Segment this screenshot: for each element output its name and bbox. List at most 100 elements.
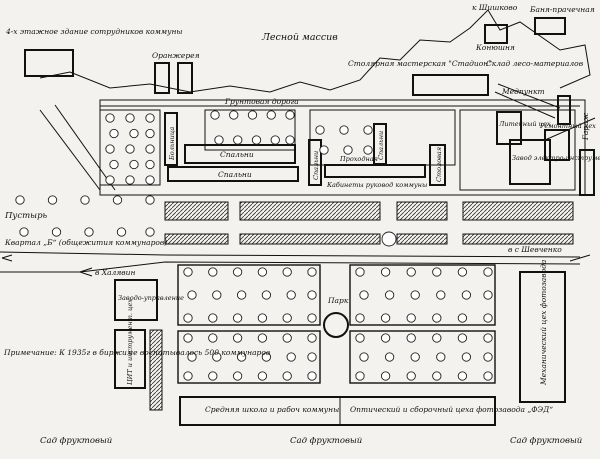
hedge-1: [164, 201, 229, 221]
tree-icon: [483, 290, 493, 300]
road-left-top: [39, 104, 116, 191]
park-bed-ne: [349, 264, 496, 326]
tree-icon: [307, 352, 317, 362]
tree-icon: [286, 290, 296, 300]
tree-icon: [109, 159, 119, 170]
tree-icon: [380, 333, 391, 343]
tree-icon: [232, 371, 243, 381]
label-sklad: Склад лесо-материалов: [486, 59, 584, 68]
tree-icon: [112, 195, 123, 205]
tree-icon: [145, 144, 155, 154]
park-bed-sw: [177, 330, 321, 384]
tree-icon: [261, 290, 272, 300]
label-spalni-v: Спальни: [312, 151, 320, 180]
label-sad-left: Сад фруктовый: [40, 436, 112, 446]
tree-icon: [282, 267, 292, 277]
tree-icon: [432, 371, 442, 381]
tree-icon: [343, 145, 353, 155]
label-banya: Баня-прачечная: [529, 5, 595, 14]
tree-icon: [483, 267, 493, 277]
tree-icon: [285, 110, 295, 120]
tree-icon: [315, 125, 325, 135]
label-stolovaya: Столовая: [435, 147, 443, 182]
tree-icon: [307, 267, 317, 277]
tree-icon: [282, 371, 292, 381]
tree-icon: [109, 128, 119, 139]
tree-icon: [208, 267, 218, 277]
label-spalni2: Спальни: [218, 170, 252, 179]
tree-icon: [19, 227, 29, 237]
tree-icon: [363, 125, 373, 135]
tree-icon: [406, 371, 416, 381]
label-kabinety: Кабинеты руковод коммуны: [326, 181, 427, 189]
park-round: [323, 312, 349, 338]
tree-icon: [145, 159, 155, 170]
tree-icon: [105, 144, 115, 154]
tree-icon: [483, 333, 493, 343]
tree-icon: [355, 371, 365, 381]
garazh-building: [579, 149, 595, 196]
tree-icon: [285, 135, 295, 145]
tree-icon: [432, 333, 442, 343]
spalni-v-building: [308, 139, 322, 186]
tree-icon: [129, 128, 139, 139]
tree-icon: [183, 333, 193, 343]
tree-icon: [183, 267, 193, 277]
park-bed-se: [349, 330, 496, 384]
banya-building: [534, 17, 566, 35]
label-sad-mid: Сад фруктовый: [290, 436, 362, 446]
label-tsit: ЦИТ и инструмент. цех: [126, 299, 134, 385]
tree-icon: [183, 371, 193, 381]
tree-icon: [251, 135, 262, 145]
tree-icon: [384, 352, 395, 362]
tree-icon: [461, 290, 472, 300]
label-dorm4: 4-х этажное здание сотрудников коммуны: [5, 27, 183, 36]
tree-icon: [51, 227, 62, 237]
trees-group: [15, 110, 493, 381]
arrow-kvartal: [1, 254, 13, 262]
tree-icon: [187, 290, 197, 300]
label-garazh: Гараж: [581, 112, 590, 141]
tree-icon: [232, 267, 243, 277]
tree-icon: [145, 175, 155, 185]
hedge-4: [462, 201, 574, 221]
zavodoupravlenie-building: [114, 279, 158, 321]
tree-icon: [125, 175, 135, 185]
tree-icon: [236, 290, 247, 300]
tree-icon: [15, 195, 25, 205]
tree-icon: [247, 110, 258, 120]
stolyarnaya-building: [412, 74, 489, 96]
tree-icon: [457, 371, 468, 381]
tree-icon: [384, 290, 395, 300]
tsit-hatch: [149, 329, 163, 411]
stolovaya-building: [429, 144, 446, 186]
tree-icon: [461, 352, 472, 362]
tree-icon: [380, 371, 391, 381]
tree-icon: [359, 352, 369, 362]
tree-icon: [436, 352, 446, 362]
tree-icon: [116, 227, 127, 237]
label-gruntovaya: Грунтовая дорога: [224, 97, 299, 106]
bottom-building: [179, 396, 496, 426]
tree-icon: [212, 290, 222, 300]
tree-icon: [483, 352, 493, 362]
label-zavod: Завод электро-инструмента: [512, 154, 600, 162]
tree-icon: [457, 313, 468, 323]
tree-icon: [183, 313, 193, 323]
tree-icon: [145, 128, 155, 139]
label-bolnitsa: Больница: [168, 127, 176, 161]
tree-icon: [410, 352, 420, 362]
tree-icon: [406, 333, 416, 343]
road-to-medpunkt: [494, 83, 561, 119]
tree-icon: [84, 227, 94, 237]
label-medpunkt: Медпункт: [501, 87, 545, 96]
tree-icon: [436, 290, 446, 300]
tree-icon: [432, 267, 442, 277]
hedge-5: [164, 233, 229, 245]
tree-icon: [307, 290, 317, 300]
tree-icon: [406, 267, 416, 277]
tree-icon: [355, 333, 365, 343]
tree-icon: [355, 313, 365, 323]
tree-icon: [307, 313, 317, 323]
remontny-building: [544, 129, 570, 161]
